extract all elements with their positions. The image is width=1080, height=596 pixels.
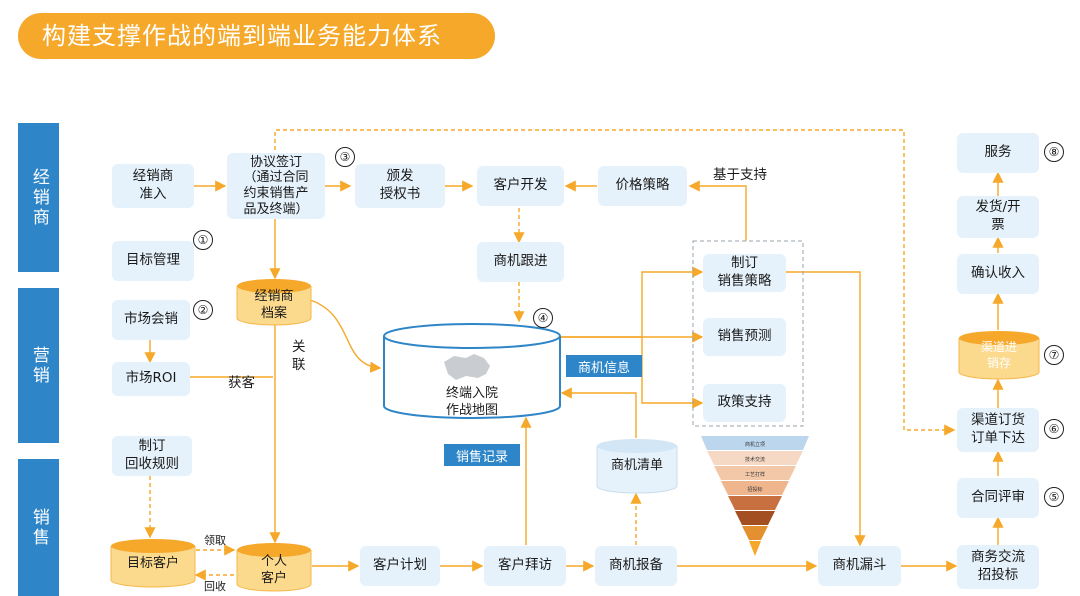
node-terminal-map[interactable]: 终端入院 作战地图: [382, 322, 562, 420]
step-number-7: ⑦: [1044, 345, 1064, 365]
node-price-strategy[interactable]: 价格策略: [598, 166, 687, 206]
node-customer-plan[interactable]: 客户计划: [360, 546, 440, 586]
china-map-icon: [444, 354, 490, 380]
node-channel-order[interactable]: 渠道订货 订单下达: [957, 408, 1039, 452]
node-sales-strategy[interactable]: 制订 销售策略: [703, 254, 786, 292]
node-target-mgmt[interactable]: 目标管理: [112, 241, 194, 281]
step-number-3: ③: [335, 147, 355, 167]
label-related: 关 联: [292, 339, 306, 374]
node-confirm-revenue[interactable]: 确认收入: [957, 254, 1039, 294]
funnel-label-1: 商机立项: [745, 441, 765, 448]
funnel-label-3: 工艺打样: [745, 471, 765, 478]
step-number-8: ⑧: [1044, 142, 1064, 162]
node-opp-report[interactable]: 商机报备: [595, 546, 677, 586]
node-opp-funnel[interactable]: 商机漏斗: [818, 546, 901, 586]
label-recall: 回收: [204, 580, 226, 593]
lane-dealer: 经销商: [18, 123, 59, 272]
node-opp-list[interactable]: 商机清单: [596, 438, 678, 494]
step-number-6: ⑥: [1044, 419, 1064, 439]
step-number-4: ④: [533, 308, 553, 328]
node-dealer-entry[interactable]: 经销商 准入: [112, 164, 194, 208]
step-number-1: ①: [193, 230, 213, 250]
page-title: 构建支撑作战的端到端业务能力体系: [18, 13, 495, 59]
node-dealer-archive[interactable]: 经销商 档案: [236, 278, 312, 326]
node-customer-dev[interactable]: 客户开发: [477, 166, 564, 206]
node-service[interactable]: 服务: [957, 133, 1039, 173]
funnel-label-4: 招投标: [747, 486, 762, 493]
node-authorization[interactable]: 颁发 授权书: [355, 164, 445, 208]
funnel-graphic: 商机立项 技术交流 工艺打样 招投标: [701, 436, 809, 556]
node-opp-follow[interactable]: 商机跟进: [477, 242, 564, 282]
node-agreement[interactable]: 协议签订 （通过合同 约束销售产 品及终端）: [227, 153, 325, 219]
step-number-2: ②: [193, 300, 213, 320]
node-customer-visit[interactable]: 客户拜访: [484, 546, 566, 586]
node-policy-support[interactable]: 政策支持: [703, 384, 786, 422]
tag-opp-info: 商机信息: [566, 355, 642, 377]
label-basis-support: 基于支持: [713, 167, 767, 183]
node-sales-forecast[interactable]: 销售预测: [703, 318, 786, 356]
node-target-customer[interactable]: 目标客户: [110, 538, 196, 588]
node-personal-customer[interactable]: 个人 客户: [236, 542, 312, 592]
node-channel-inventory[interactable]: 渠道进 销存: [958, 330, 1040, 380]
tag-sales-record: 销售记录: [444, 444, 520, 466]
lane-sales: 销售: [18, 459, 59, 596]
label-claim: 领取: [204, 534, 226, 547]
node-market-meeting[interactable]: 市场会销: [112, 300, 190, 340]
node-biz-exchange[interactable]: 商务交流 招投标: [957, 545, 1039, 589]
node-contract-review[interactable]: 合同评审: [957, 478, 1039, 518]
node-ship-invoice[interactable]: 发货/开 票: [957, 196, 1039, 238]
step-number-5: ⑤: [1044, 487, 1064, 507]
label-acquire: 获客: [228, 375, 255, 391]
node-market-roi[interactable]: 市场ROI: [112, 362, 190, 396]
funnel-label-2: 技术交流: [745, 456, 765, 463]
node-recall-rules[interactable]: 制订 回收规则: [112, 436, 192, 476]
lane-marketing: 营销: [18, 288, 59, 443]
